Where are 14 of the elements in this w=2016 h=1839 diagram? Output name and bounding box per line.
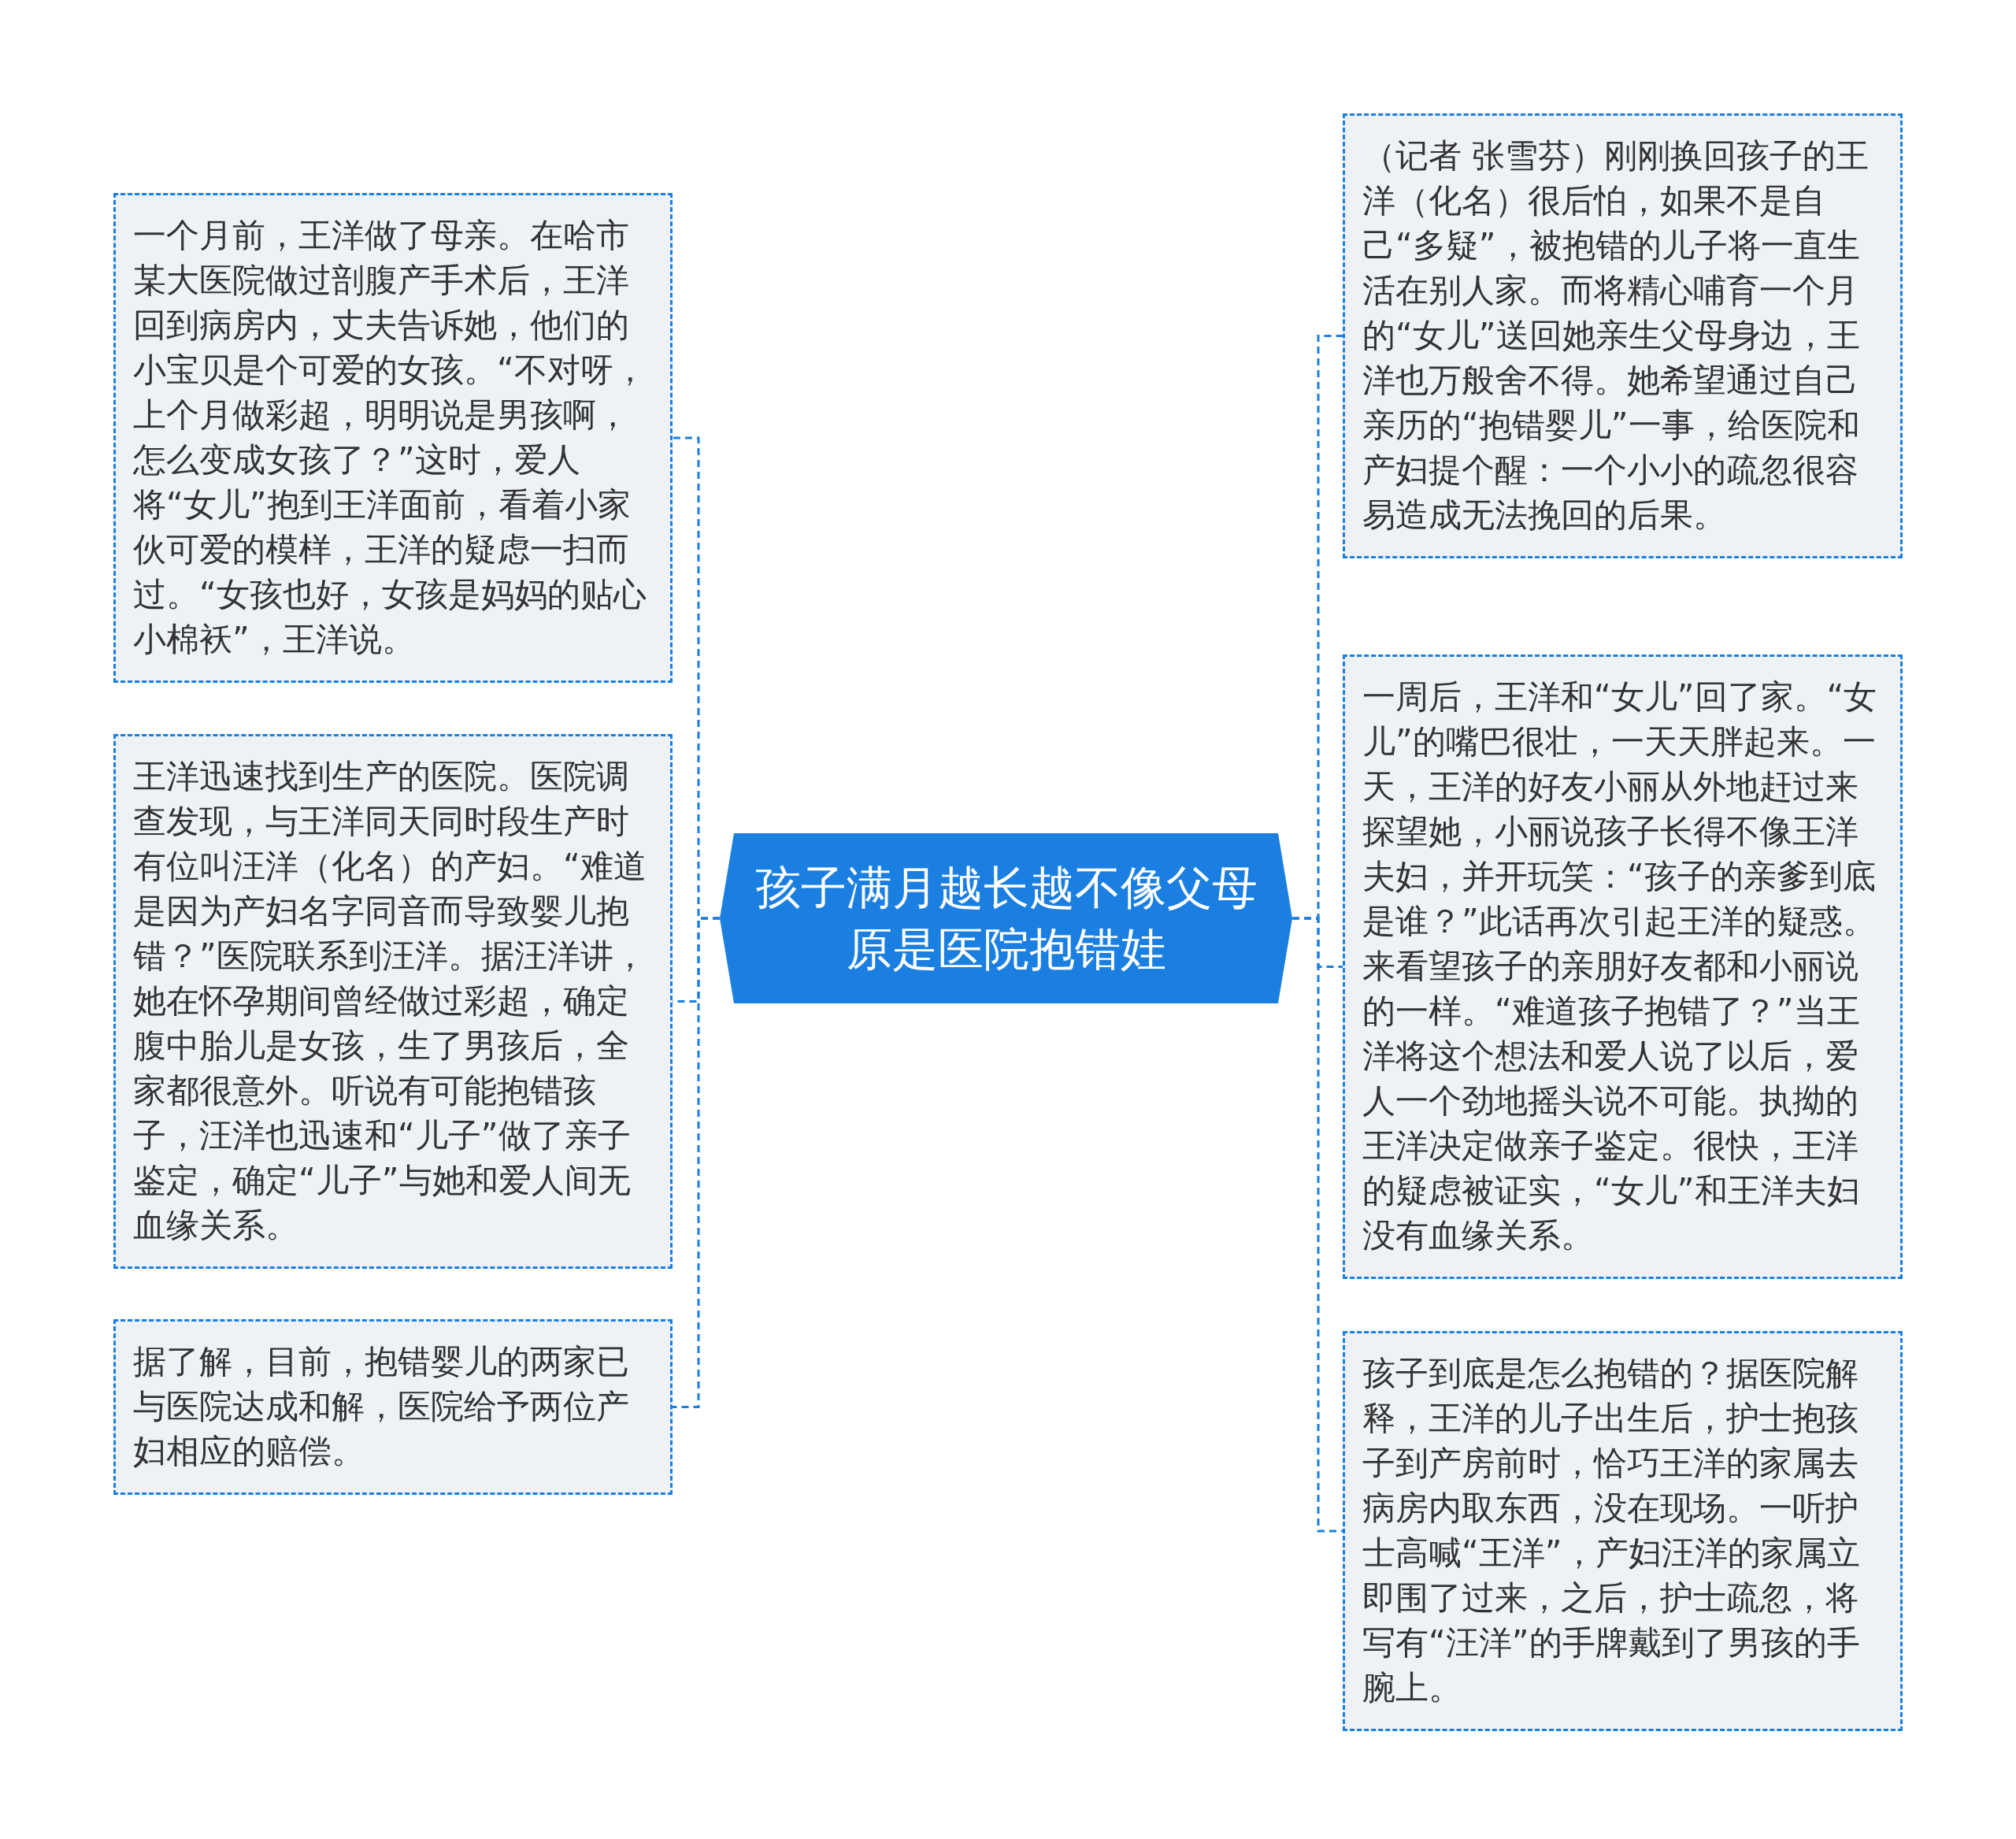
text-card <box>113 1319 673 1495</box>
paragraph-text: 王洋迅速找到生产的医院。医院调查发现，与王洋同天同时段生产时有位叫汪洋（化名）的产妇。“难道是因为产妇名字同音而导致婴儿抱错？”医院联系到汪洋。据汪洋讲，她在怀孕期间曾经做过彩超，确定腹中胎儿是女孩，生了男孩后，全家都很意外。听说有可能抱错孩子，汪洋也迅速和“儿子”做了亲子鉴定，确定“儿子”与她和爱人间无血缘关系。 <box>133 756 647 1246</box>
text-card <box>113 734 673 1269</box>
paragraph-text: （记者 张雪芬）刚刚换回孩子的王洋（化名）很后怕，如果不是自己“多疑”，被抱错的儿子将一直生活在别人家。而将精心哺育一个月的“女儿”送回她亲生父母身边，王洋也万般舍不得。她希望通过自己亲历的“抱错婴儿”一事，给医院和产妇提个醒：一个小小的疏忽很容易造成无法挽回的后果。 <box>1362 135 1870 536</box>
text-card <box>1343 113 1903 558</box>
paragraph-text: 一周后，王洋和“女儿”回了家。“女儿”的嘴巴很壮，一天天胖起来。一天，王洋的好友小丽从外地赶过来探望她，小丽说孩子长得不像王洋夫妇，并开玩笑：“孩子的亲爹到底是谁？”此话再次引起王洋的疑惑。来看望孩子的亲朋好友都和小丽说的一样。“难道孩子抱错了？”当王洋将这个想法和爱人说了以后，爱人一个劲地摇头说不可能。执拗的王洋决定做亲子鉴定。很快，王洋的疑虑被证实，“女儿”和王洋夫妇没有血缘关系。 <box>1362 677 1878 1256</box>
connector-line <box>673 917 720 1408</box>
topic-title: 孩子满月越长越不像父母原是医院抱错娃 <box>754 860 1258 977</box>
text-card <box>113 193 673 683</box>
connector-line <box>1292 917 1343 1533</box>
paragraph-text: 一个月前，王洋做了母亲。在哈市某大医院做过剖腹产手术后，王洋回到病房内，丈夫告诉她，他们的小宝贝是个可爱的女孩。“不对呀，上个月做彩超，明明说是男孩啊，怎么变成女孩了？”这时，爱人将“女儿”抱到王洋面前，看着小家伙可爱的模样，王洋的疑虑一扫而过。“女孩也好，女孩是妈妈的贴心小棉袄”，王洋说。 <box>133 215 647 660</box>
paragraph-text: 据了解，目前，抱错婴儿的两家已与医院达成和解，医院给予两位产妇相应的赔偿。 <box>133 1341 630 1472</box>
text-card <box>1343 1331 1903 1731</box>
paragraph-text: 孩子到底是怎么抱错的？据医院解释，王洋的儿子出生后，护士抱孩子到产房前时，恰巧王洋的家属去病房内取东西，没在现场。一听护士高喊“王洋”，产妇汪洋的家属立即围了过来，之后，护士疏忽，将写有“汪洋”的手牌戴到了男孩的手腕上。 <box>1362 1353 1861 1708</box>
